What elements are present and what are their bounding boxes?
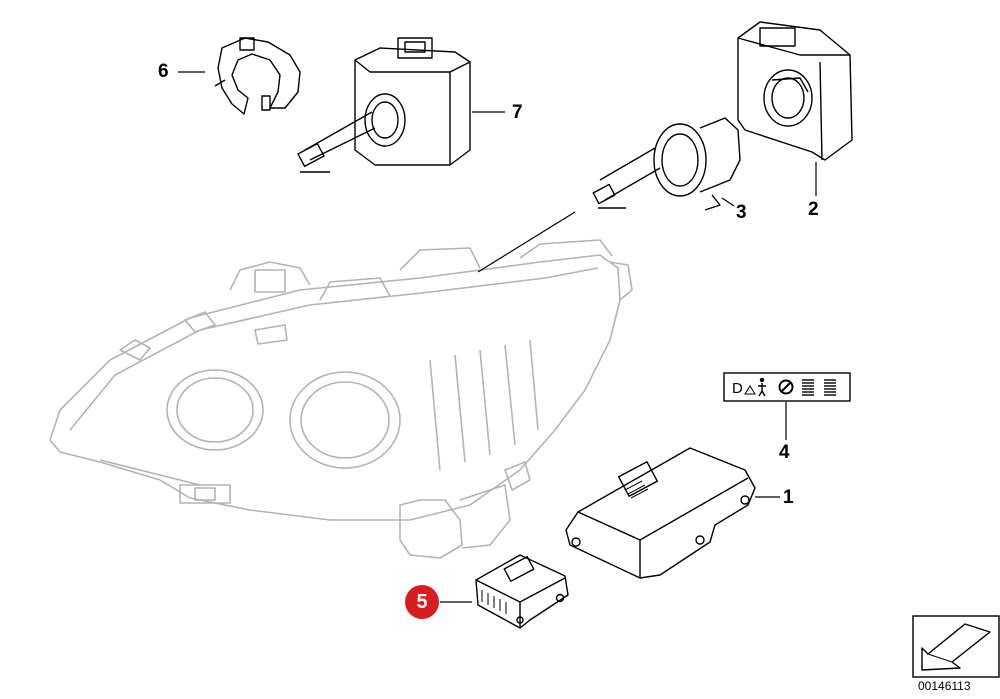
callout-5-highlight-badge[interactable]: 5 <box>405 585 439 619</box>
part-3-leader <box>721 197 735 207</box>
callout-7: 7 <box>512 102 523 123</box>
part-4-warning-label: D <box>723 372 851 402</box>
callout-1: 1 <box>783 487 794 508</box>
headlight-assembly <box>49 239 633 559</box>
orientation-arrow-icon <box>912 615 1000 678</box>
callout-6: 6 <box>158 61 169 82</box>
part-7-bulb-igniter-unit <box>297 37 471 173</box>
part-1-control-unit <box>565 447 756 579</box>
part-3-xenon-bulb <box>592 117 741 211</box>
callout-2: 2 <box>808 199 819 220</box>
part-6-retaining-clip <box>214 37 301 115</box>
svg-text:D: D <box>732 380 743 397</box>
callout-3: 3 <box>736 202 747 223</box>
part-5-ballast-module[interactable] <box>475 554 569 629</box>
diagram-id: 00146113 <box>918 679 971 693</box>
part-2-igniter-housing <box>737 21 853 161</box>
bulb-to-headlight-leader <box>477 211 576 273</box>
callout-4: 4 <box>779 442 790 463</box>
